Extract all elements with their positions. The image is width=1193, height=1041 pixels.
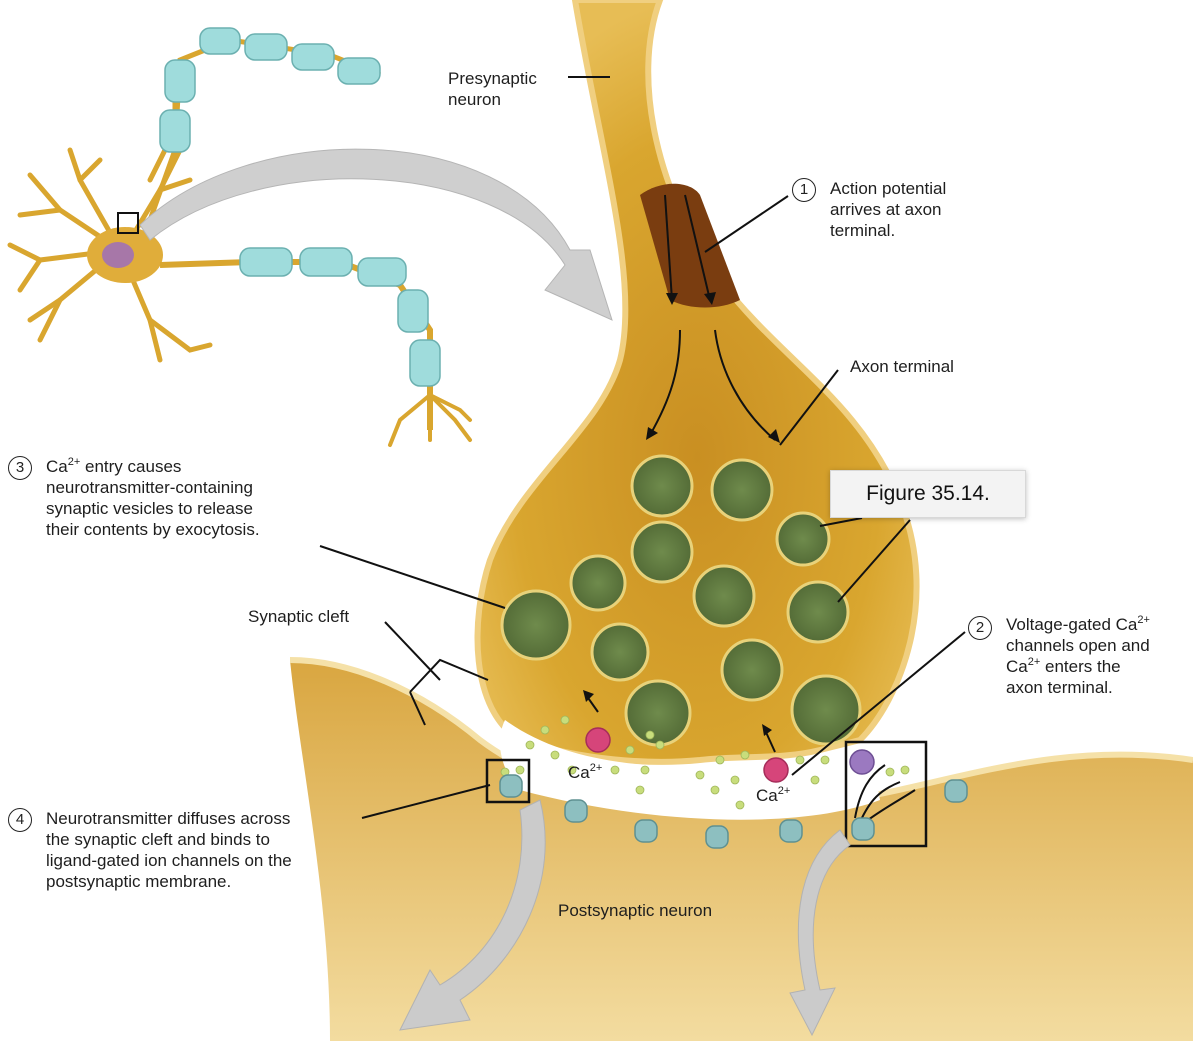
step-3-text: Ca2+ entry causes neurotransmitter-conta… <box>46 456 260 540</box>
synaptic-cleft-label: Synaptic cleft <box>248 607 350 626</box>
figure-tooltip: Figure 35.14. <box>830 470 1026 518</box>
step-2-line: channels open and <box>1006 636 1150 655</box>
step-1-line: arrives at axon <box>830 200 942 219</box>
down-arrow-right <box>789 829 851 1037</box>
neurotransmitter-dots <box>500 715 910 810</box>
step-2-line-start: Voltage-gated Ca <box>1006 615 1138 634</box>
step-4-line: ligand-gated ion channels on the <box>46 851 292 870</box>
step-3-line: Ca2+ entry causes <box>46 456 260 477</box>
ca-charge: 2+ <box>67 456 81 468</box>
step-2-line: Voltage-gated Ca2+ <box>1006 614 1150 635</box>
postsynaptic-body <box>290 660 1193 1041</box>
step-2-text: Voltage-gated Ca2+ channels open and Ca2… <box>1006 614 1150 698</box>
step-4-text: Neurotransmitter diffuses across the syn… <box>46 808 292 892</box>
neuron-overview <box>7 27 472 447</box>
axon-terminal-label: Axon terminal <box>850 357 954 376</box>
ca-text: Ca <box>46 457 68 476</box>
ca-charge: 2+ <box>589 762 603 774</box>
step-4-line: Neurotransmitter diffuses across <box>46 809 291 828</box>
ca-charge: 2+ <box>1027 656 1041 668</box>
ca-ion-label-right: Ca2+ <box>756 786 790 806</box>
ca-charge: 2+ <box>777 785 791 797</box>
step-1-line: terminal. <box>830 221 896 240</box>
step-3-line: neurotransmitter-containing <box>46 478 253 497</box>
step-1-marker: 1 <box>792 178 816 202</box>
step-2-line-rest: enters the <box>1045 657 1121 676</box>
down-arrow-left <box>399 799 546 1031</box>
step-4-line: the synaptic cleft and binds to <box>46 830 270 849</box>
step-3-line: their contents by exocytosis. <box>46 520 260 539</box>
synaptic-cleft-region <box>500 720 880 820</box>
presynaptic-label-line: neuron <box>448 90 501 109</box>
presynaptic-label-line: Presynaptic <box>448 69 537 88</box>
step-3-marker: 3 <box>8 456 32 480</box>
ca-text: Ca <box>756 786 778 805</box>
postsynaptic-neuron-label: Postsynaptic neuron <box>558 901 713 920</box>
step-1-text: Action potential arrives at axon termina… <box>830 178 946 241</box>
ca-text: Ca <box>1006 657 1028 676</box>
synaptic-vesicles <box>500 454 862 747</box>
ca-ion-label-left: Ca2+ <box>568 763 602 783</box>
ca-text: Ca <box>568 763 590 782</box>
step-3-line: synaptic vesicles to release <box>46 499 253 518</box>
ca-charge: 2+ <box>1137 614 1150 626</box>
step-3-line-rest: entry causes <box>85 457 182 476</box>
step-2-line: Ca2+ enters the <box>1006 656 1150 677</box>
step-4-line: postsynaptic membrane. <box>46 872 232 891</box>
presynaptic-neuron-label: Presynaptic neuron <box>448 68 537 110</box>
step-2-line: axon terminal. <box>1006 678 1113 697</box>
step-1-line: Action potential <box>830 179 947 198</box>
step-4-marker: 4 <box>8 808 32 832</box>
zoom-arrow <box>139 148 613 321</box>
step-2-marker: 2 <box>968 616 992 640</box>
